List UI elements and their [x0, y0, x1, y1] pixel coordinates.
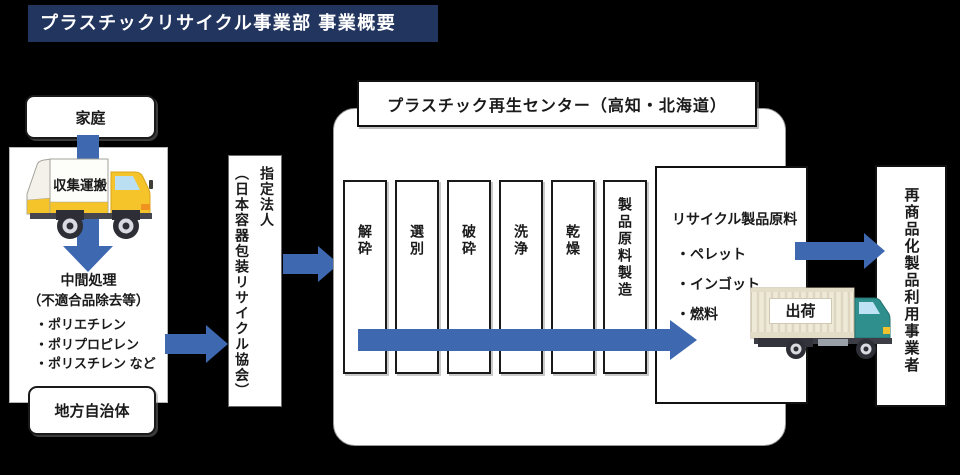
product-item: ・インゴット — [676, 276, 760, 292]
local-government-box: 地方自治体 — [28, 386, 156, 435]
shipping-label: 出荷 — [769, 298, 832, 324]
recycled-materials-heading: リサイクル製品原料 — [672, 211, 798, 227]
arrow-right-icon — [795, 233, 885, 269]
designated-body-name: 指定法人 — [259, 166, 275, 228]
material-list: ・ポリエチレン ・ポリプロピレン ・ポリスチレン など — [35, 315, 156, 374]
process-box: 解砕 — [343, 180, 387, 374]
product-item: ・ペレット — [676, 246, 746, 262]
household-box: 家庭 — [25, 95, 156, 139]
collection-truck-label: 収集運搬 — [53, 178, 107, 193]
material-item: ・ポリプロピレン — [35, 336, 140, 352]
designated-body-name-paren: （日本容器包装リサイクル協会） — [234, 166, 250, 399]
intermediate-processing-subtitle: （不適合品除去等） — [27, 293, 150, 308]
recycled-materials-box: リサイクル製品原料 ・ペレット ・インゴット ・燃料 — [655, 166, 808, 404]
designated-body-box: 指定法人 （日本容器包装リサイクル協会） — [228, 155, 282, 407]
designated-body-text: 指定法人 （日本容器包装リサイクル協会） — [229, 156, 283, 406]
product-list: ・ペレット ・インゴット ・燃料 — [676, 239, 760, 329]
consumer-business-label: 再商品化製品利用事業者 — [902, 187, 920, 374]
product-item: ・燃料 — [676, 306, 718, 322]
process-flow-arrow-icon — [358, 320, 697, 360]
arrow-right-icon — [283, 246, 339, 282]
consumer-business-box: 再商品化製品利用事業者 — [875, 165, 947, 407]
intermediate-processing-title: 中間処理 — [60, 272, 117, 288]
material-item: ・ポリスチレン など — [35, 356, 156, 371]
recycling-center-title: プラスチック再生センター（高知・北海道） — [357, 80, 757, 127]
page-title: プラスチックリサイクル事業部 事業概要 — [28, 5, 438, 42]
material-item: ・ポリエチレン — [35, 317, 127, 332]
arrow-right-icon — [165, 325, 228, 363]
garbage-truck-illustration — [26, 158, 153, 239]
